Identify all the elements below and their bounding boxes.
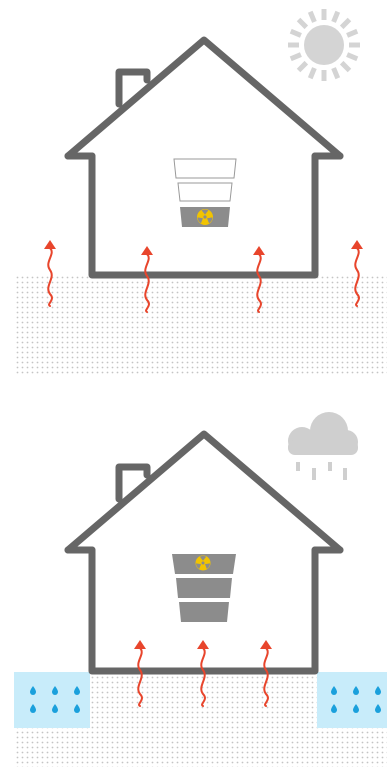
sun-ray: [347, 31, 357, 35]
panel-sunny: [14, 9, 387, 375]
sun-ray: [334, 12, 338, 22]
radon-level-stack: [172, 554, 236, 622]
sun-icon: [288, 9, 360, 81]
ground-water-left: [14, 672, 90, 728]
rain-cloud-icon: [288, 412, 358, 480]
ground-water-right: [317, 672, 387, 728]
sun-ray: [299, 63, 307, 71]
sun-ray: [334, 68, 338, 78]
sun-ray: [342, 63, 350, 71]
house-outline: [68, 40, 340, 275]
sun-ray: [342, 20, 350, 28]
sun-ray: [310, 68, 314, 78]
sun-ray: [299, 20, 307, 28]
panel-rainy: [14, 412, 387, 767]
sun-ray: [347, 55, 357, 59]
soil-ground: [14, 275, 387, 375]
sun-ray: [291, 55, 301, 59]
radon-level-stack: [174, 159, 236, 227]
sun-ray: [310, 12, 314, 22]
sun-ray: [291, 31, 301, 35]
